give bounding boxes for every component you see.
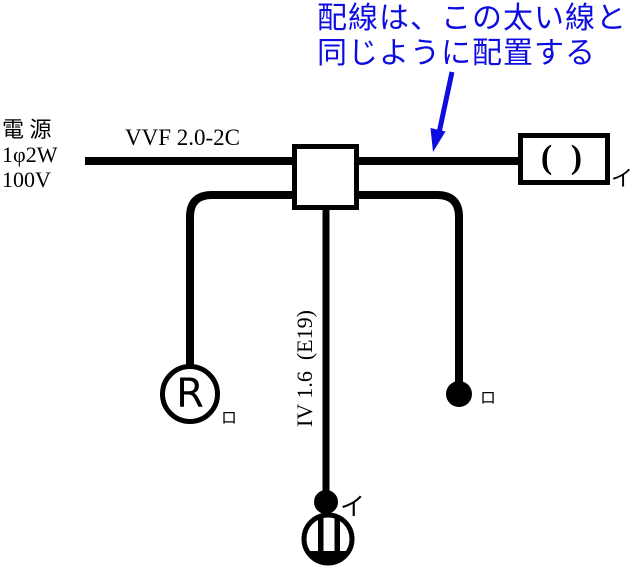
annotation-line-1: 配線は、この太い線と [317, 1, 627, 36]
junction-box [292, 144, 359, 210]
arrow-head [430, 128, 446, 152]
source-line-1: 電 源 [2, 117, 52, 142]
source-line-2: 1φ2W [2, 142, 58, 167]
ceiling-rosette-symbol [301, 512, 355, 566]
arrow-shaft [436, 71, 455, 134]
annotation-line-2: 同じように配置する [317, 36, 596, 71]
rosette-bar-right [334, 517, 340, 561]
circuit-label-switch-i: イ [340, 492, 366, 521]
power-source-label: 電 源 1φ2W 100V [2, 117, 57, 192]
rosette-bar-left [318, 517, 324, 561]
circuit-label-receptacle-ro: ロ [221, 408, 238, 427]
source-line-3: 100V [2, 167, 51, 192]
box-placeholder-label: ( ) [540, 139, 588, 176]
annotation-arrow [430, 71, 455, 152]
switch-dot-right [446, 381, 472, 407]
vvf-cable-label: VVF 2.0-2C [125, 125, 241, 150]
branch-left-line [186, 191, 296, 368]
device-box [518, 133, 610, 185]
rosette-base-fill [306, 551, 350, 561]
iv-cable-label: IV 1.6 (E19) [292, 310, 317, 427]
circuit-label-box-i: イ [611, 167, 634, 192]
circuit-label-switch-ro: ロ [480, 388, 497, 407]
branch-right-line [355, 191, 463, 386]
receptacle-letter: R [176, 371, 204, 417]
lamp-receptacle-circle [160, 364, 220, 424]
annotation-note: 配線は、この太い線と 同じように配置する [317, 1, 627, 71]
switch-dot-center [314, 490, 338, 514]
